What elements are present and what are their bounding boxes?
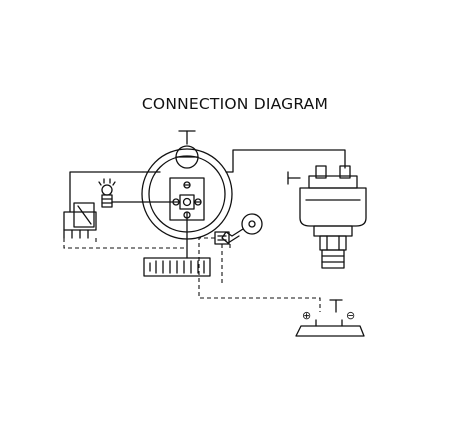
dashed-wires xyxy=(63,237,321,312)
diagram-title: CONNECTION DIAGRAM xyxy=(141,95,329,113)
rocker-switch xyxy=(63,202,97,239)
battery-positive-label: ⊕ xyxy=(302,309,311,322)
oil-pressure-sender xyxy=(287,165,367,269)
gauge-lamp-socket xyxy=(175,130,199,169)
gauge-terminal-block xyxy=(169,177,205,221)
ignition-key xyxy=(214,213,263,245)
battery xyxy=(295,299,365,337)
battery-negative-label: ⊖ xyxy=(346,309,355,322)
fuse-block xyxy=(143,257,211,277)
indicator-bulb xyxy=(98,178,116,208)
solid-wires xyxy=(69,149,346,259)
gauge xyxy=(141,130,233,240)
